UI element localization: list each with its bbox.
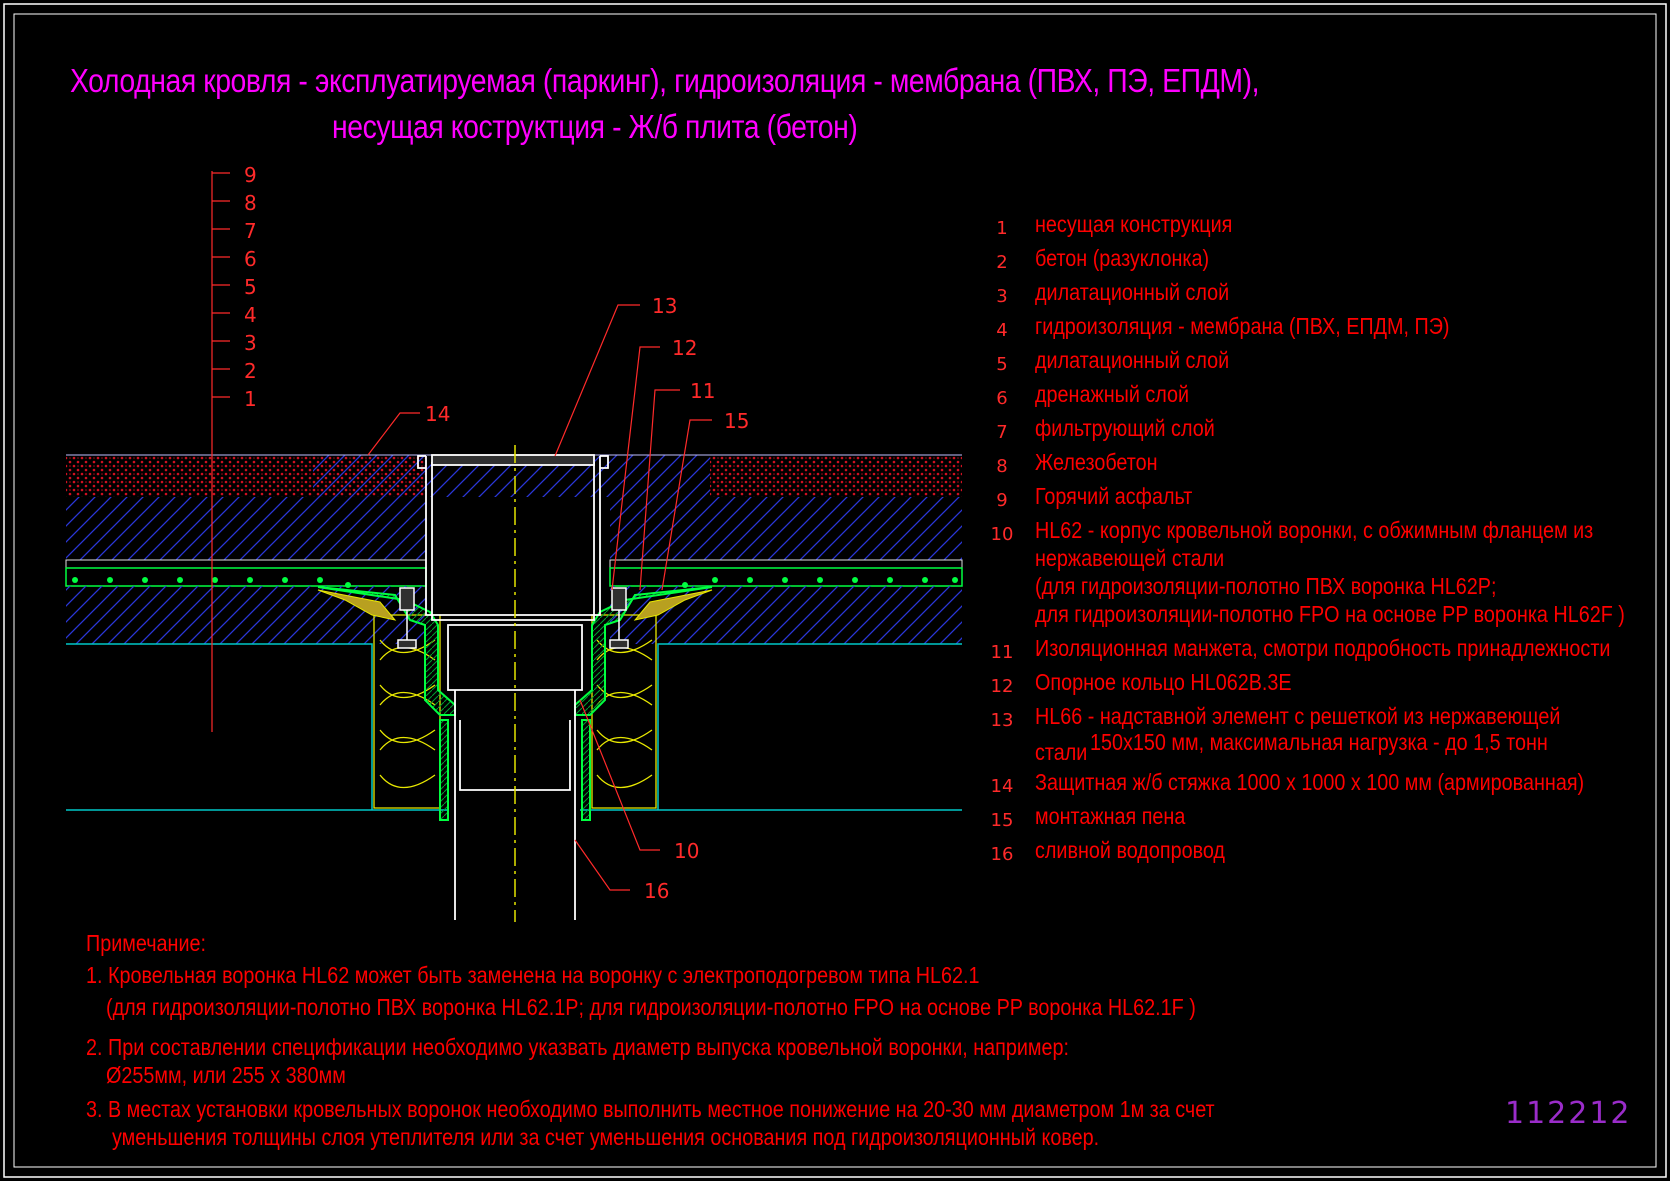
- legend-num: 3: [996, 286, 1008, 307]
- note-2: 2. При составлении спецификации необходи…: [86, 1034, 1070, 1060]
- mounting-foam: [317, 589, 713, 621]
- clamp-bolts: [397, 587, 629, 649]
- note-3-continued: уменьшения толщины слоя утеплителя или з…: [112, 1124, 1100, 1150]
- legend-text: Защитная ж/б стяжка 1000 х 1000 х 100 мм…: [1035, 769, 1585, 795]
- notes-heading: Примечание:: [86, 930, 206, 956]
- note-2-continued: Ø255мм, или 255 х 380мм: [106, 1062, 346, 1088]
- legend-text: Горячий асфальт: [1035, 483, 1193, 509]
- legend-num: 12: [990, 676, 1014, 697]
- legend-num: 7: [996, 422, 1008, 443]
- legend-num: 8: [996, 456, 1008, 477]
- legend-num: 13: [990, 710, 1014, 731]
- callout-13: 13: [652, 294, 677, 318]
- scale-label-5: 5: [244, 275, 257, 299]
- legend-num: 1: [996, 218, 1008, 239]
- legend-num: 14: [990, 776, 1014, 797]
- legend-text: HL62 - корпус кровельной воронки, с обжи…: [1035, 517, 1594, 543]
- legend-text: Железобетон: [1035, 449, 1158, 475]
- leader-lines: [367, 304, 712, 891]
- legend-text: дилатационный слой: [1035, 279, 1230, 305]
- legend-text: стали: [1035, 739, 1088, 765]
- sheet-border-inner: [13, 13, 1657, 1168]
- legend-num: 4: [996, 320, 1008, 341]
- layer-scale: 9 8 7 6 5 4 3 2 1: [211, 163, 257, 732]
- callout-10: 10: [674, 839, 699, 863]
- callout-11: 11: [690, 379, 715, 403]
- slab-edges: [66, 643, 962, 811]
- legend-text: 150x150 мм, максимальная нагрузка - до 1…: [1090, 729, 1548, 755]
- legend-num: 5: [996, 354, 1008, 375]
- legend-num: 2: [996, 252, 1008, 273]
- legend-text: дренажный слой: [1035, 381, 1190, 407]
- note-1: 1. Кровельная воронка HL62 может быть за…: [86, 962, 980, 988]
- legend-text: для гидроизоляции-полотно FPO на основе …: [1035, 601, 1625, 627]
- scale-label-3: 3: [244, 331, 257, 355]
- legend-num: 6: [996, 388, 1008, 409]
- legend-text: Опорное кольцо HL062B.3E: [1035, 669, 1292, 695]
- note-3: 3. В местах установки кровельных воронок…: [86, 1096, 1215, 1122]
- legend-text: сливной водопровод: [1035, 837, 1225, 863]
- scale-label-6: 6: [244, 247, 257, 271]
- scale-label-4: 4: [244, 303, 257, 327]
- legend-text: монтажная пена: [1035, 803, 1186, 829]
- sheet-border-outer: [3, 3, 1667, 1178]
- legend-num: 16: [990, 844, 1014, 865]
- legend-text: гидроизоляция - мембрана (ПВХ, ЕПДМ, ПЭ): [1035, 313, 1450, 339]
- scale-label-8: 8: [244, 191, 257, 215]
- callout-15: 15: [724, 409, 749, 433]
- scale-label-2: 2: [244, 359, 257, 383]
- title-line-1: Холодная кровля - эксплуатируемая (парки…: [70, 62, 1260, 99]
- legend-num: 15: [990, 810, 1014, 831]
- legend-text: Изоляционная манжета, смотри подробность…: [1035, 635, 1611, 661]
- callout-16: 16: [644, 879, 669, 903]
- note-1-continued: (для гидроизоляции-полотно ПВХ воронка H…: [106, 994, 1196, 1020]
- legend-text: несущая конструкция: [1035, 211, 1233, 237]
- legend-text: бетон (разуклонка): [1035, 245, 1210, 271]
- drain-pipe: [417, 454, 609, 920]
- legend-text: HL66 - надставной элемент с решеткой из …: [1035, 703, 1561, 729]
- scale-label-9: 9: [244, 163, 257, 187]
- drainage-layer-dots: [72, 577, 958, 588]
- legend-text: дилатационный слой: [1035, 347, 1230, 373]
- legend-text: нержавеющей стали: [1035, 545, 1225, 571]
- legend-num: 11: [990, 642, 1014, 663]
- legend-num: 10: [990, 524, 1014, 545]
- callout-14: 14: [425, 402, 450, 426]
- legend-text: (для гидроизоляции-полотно ПВХ воронка H…: [1035, 573, 1497, 599]
- scale-label-1: 1: [244, 387, 257, 411]
- scale-label-7: 7: [244, 219, 257, 243]
- drawing-number: 112212: [1505, 1096, 1632, 1131]
- callout-12: 12: [672, 336, 697, 360]
- legend-num: 9: [996, 490, 1008, 511]
- title-line-2: несущая коструктция - Ж/б плита (бетон): [332, 108, 858, 145]
- legend-text: фильтрующий слой: [1035, 415, 1215, 441]
